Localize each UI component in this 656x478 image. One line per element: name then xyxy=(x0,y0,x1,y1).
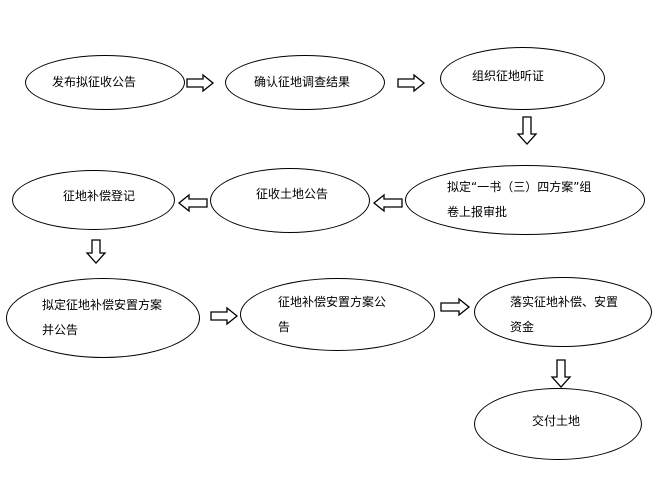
node-draft-plan-label-line1: 拟定征地补偿安置方案 xyxy=(42,298,163,312)
node-submit-approval-label-line1: 拟定“一书（三）四方案”组 xyxy=(447,180,592,194)
node-hearing-label: 组织征地听证 xyxy=(472,69,545,83)
node-publish-notice xyxy=(25,55,185,110)
node-hearing xyxy=(440,47,605,110)
node-register xyxy=(12,170,175,230)
node-confirm-survey-label: 确认征地调查结果 xyxy=(254,75,351,89)
node-draft-plan-label-line2: 并公告 xyxy=(42,323,79,337)
node-register-label: 征地补偿登记 xyxy=(63,189,136,203)
node-deliver-land xyxy=(474,388,642,460)
node-plan-notice xyxy=(240,278,435,351)
node-deliver-land-label: 交付土地 xyxy=(532,414,581,428)
node-publish-notice-label: 发布拟征收公告 xyxy=(52,75,137,89)
node-submit-approval xyxy=(405,165,645,235)
arrow-down-icon xyxy=(85,239,107,264)
arrow-right-icon xyxy=(397,73,426,93)
node-draft-plan xyxy=(6,278,200,358)
arrow-left-icon xyxy=(177,193,208,213)
arrow-down-icon xyxy=(516,116,538,145)
node-land-notice xyxy=(210,168,370,233)
node-implement-funds xyxy=(474,277,652,347)
node-confirm-survey xyxy=(225,55,385,110)
arrow-left-icon xyxy=(372,193,403,213)
node-implement-funds-label-line1: 落实征地补偿、安置 xyxy=(510,295,619,309)
arrow-right-icon xyxy=(440,297,471,317)
arrow-down-icon xyxy=(550,359,572,388)
node-plan-notice-label-line1: 征地补偿安置方案公 xyxy=(278,295,387,309)
node-plan-notice-label-line2: 告 xyxy=(278,320,291,334)
node-implement-funds-label-line2: 资金 xyxy=(510,320,535,334)
arrow-right-icon xyxy=(210,306,239,326)
node-submit-approval-label-line2: 卷上报审批 xyxy=(447,205,508,219)
node-land-notice-label: 征收土地公告 xyxy=(256,187,329,201)
arrow-right-icon xyxy=(186,73,215,93)
